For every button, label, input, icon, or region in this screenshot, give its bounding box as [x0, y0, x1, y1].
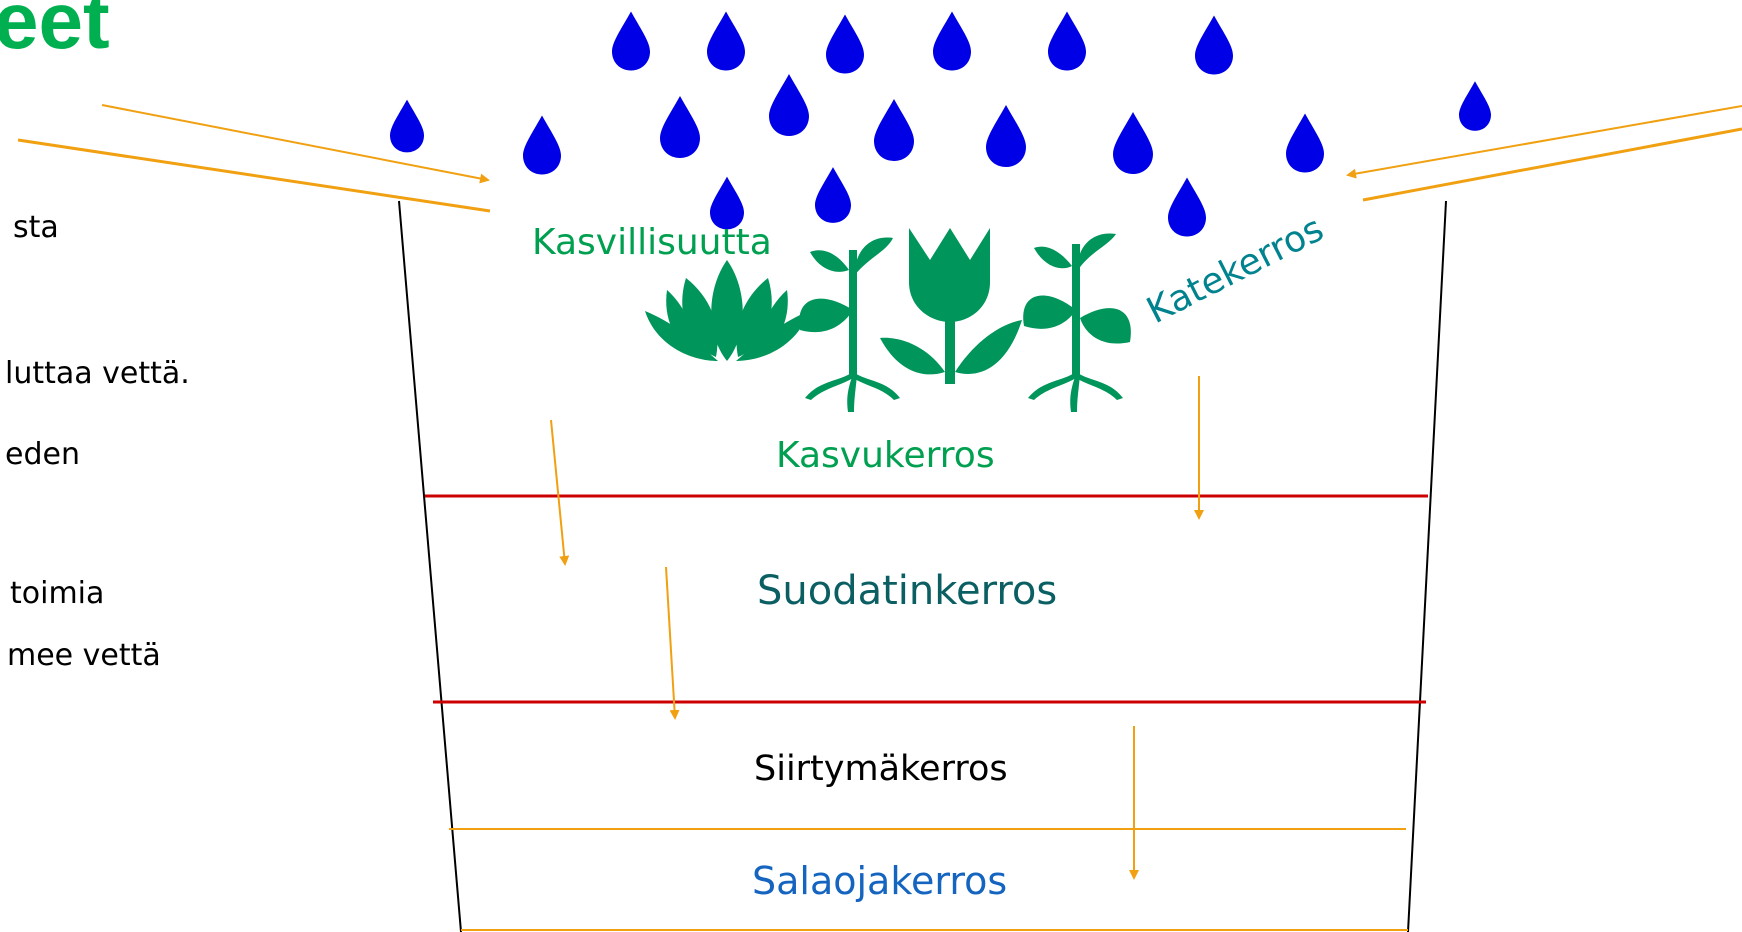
infiltration-arrow: [550, 419, 570, 566]
label-filter: Suodatinkerros: [757, 568, 1057, 614]
raindrop-icon: [660, 96, 700, 158]
inflow-arrows-right: [1346, 105, 1742, 202]
inflow-line: [17, 138, 491, 213]
body-line: sta: [13, 210, 59, 245]
infiltration-arrows: [550, 376, 1204, 880]
container: [398, 200, 1447, 932]
raindrop-icon: [1048, 11, 1086, 71]
raindrop-icon: [1286, 113, 1324, 173]
body-text: sta luttaa vettä. eden toimia mee vettä: [5, 210, 190, 673]
raindrop-icon: [1459, 81, 1491, 131]
vegetation: [645, 228, 1131, 412]
label-drainage: Salaojakerros: [752, 859, 1007, 903]
raindrop-icon: [612, 11, 650, 71]
inflow-arrow: [101, 104, 490, 184]
plant-icon: [799, 237, 900, 412]
raindrop-icon: [874, 99, 914, 161]
label-vegetation: Kasvillisuutta: [532, 222, 772, 263]
label-transition: Siirtymäkerros: [754, 749, 1008, 789]
inflow-arrow: [1346, 105, 1742, 179]
container-right-wall: [1407, 200, 1447, 932]
raindrop-icon: [1168, 177, 1206, 237]
plant-icon: [1023, 233, 1131, 412]
raindrop-icon: [1113, 112, 1153, 174]
body-line: toimia: [10, 576, 104, 611]
raindrop-icon: [933, 11, 971, 71]
body-line: luttaa vettä.: [5, 356, 190, 391]
raindrop-icon: [523, 115, 561, 175]
raindrop-icon: [707, 11, 745, 71]
raindrop-icon: [815, 167, 851, 223]
plant-icon: [880, 228, 1022, 384]
label-growing: Kasvukerros: [776, 435, 995, 476]
body-line: eden: [5, 437, 80, 472]
raindrop-icon: [826, 14, 864, 74]
container-left-wall: [398, 200, 462, 932]
inflow-line: [1362, 127, 1742, 202]
raindrop-icon: [390, 99, 424, 153]
plant-icon: [645, 260, 809, 361]
raindrop-icon: [986, 105, 1026, 167]
body-line: mee vettä: [7, 638, 161, 673]
raindrop-icon: [1195, 15, 1233, 75]
infiltration-arrow: [665, 566, 680, 720]
rain: [390, 11, 1491, 237]
page-title: eet: [0, 0, 110, 65]
inflow-arrows-left: [17, 104, 491, 213]
raindrop-icon: [769, 74, 809, 136]
label-mulch: Katekerros: [1140, 208, 1330, 332]
